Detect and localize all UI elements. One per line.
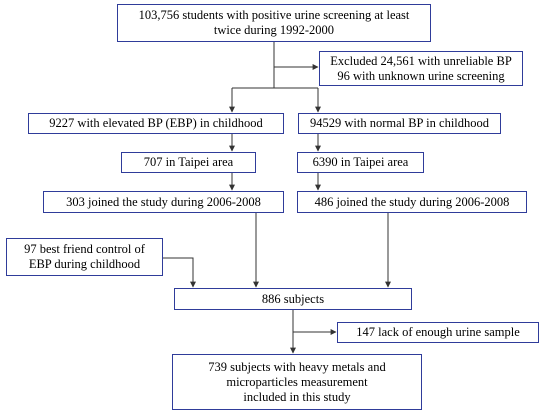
- normal-bp-box: 94529 with normal BP in childhood: [298, 113, 501, 134]
- subjects-label: 886 subjects: [261, 291, 325, 306]
- best-friend-line-2: EBP during childhood: [28, 257, 141, 271]
- subjects-box: 886 subjects: [174, 288, 412, 310]
- taipei-normal-label: 6390 in Taipei area: [312, 155, 409, 169]
- joined-normal-label: 486 joined the study during 2006-2008: [314, 194, 510, 209]
- final-line-2: microparticles measurement: [226, 374, 368, 389]
- final-line-3: included in this study: [243, 389, 351, 404]
- final-box: 739 subjects with heavy metals and micro…: [172, 354, 422, 410]
- excluded-line-1: Excluded 24,561 with unreliable BP: [330, 53, 512, 68]
- lack-urine-box: 147 lack of enough urine sample: [337, 322, 539, 343]
- normal-bp-label: 94529 with normal BP in childhood: [309, 116, 490, 130]
- screening-line-2: twice during 1992-2000: [213, 23, 335, 37]
- taipei-normal-box: 6390 in Taipei area: [297, 152, 424, 173]
- excluded-box: Excluded 24,561 with unreliable BP 96 wi…: [319, 51, 523, 86]
- joined-normal-box: 486 joined the study during 2006-2008: [297, 191, 527, 213]
- screening-line-1: 103,756 students with positive urine scr…: [138, 8, 410, 22]
- joined-ebp-label: 303 joined the study during 2006-2008: [66, 194, 261, 209]
- connector-best-friend-to-subjects: [163, 257, 196, 288]
- excluded-line-2: 96 with unknown urine screening: [337, 68, 505, 83]
- ebp-label: 9227 with elevated BP (EBP) in childhood: [49, 116, 263, 130]
- screening-box: 103,756 students with positive urine scr…: [117, 4, 431, 42]
- best-friend-box: 97 best friend control of EBP during chi…: [6, 238, 163, 276]
- best-friend-line-1: 97 best friend control of: [24, 242, 145, 256]
- joined-ebp-box: 303 joined the study during 2006-2008: [43, 191, 284, 213]
- taipei-ebp-label: 707 in Taipei area: [143, 155, 234, 169]
- lack-urine-label: 147 lack of enough urine sample: [356, 325, 520, 339]
- final-line-1: 739 subjects with heavy metals and: [208, 359, 386, 374]
- taipei-ebp-box: 707 in Taipei area: [121, 152, 256, 173]
- ebp-box: 9227 with elevated BP (EBP) in childhood: [28, 113, 284, 134]
